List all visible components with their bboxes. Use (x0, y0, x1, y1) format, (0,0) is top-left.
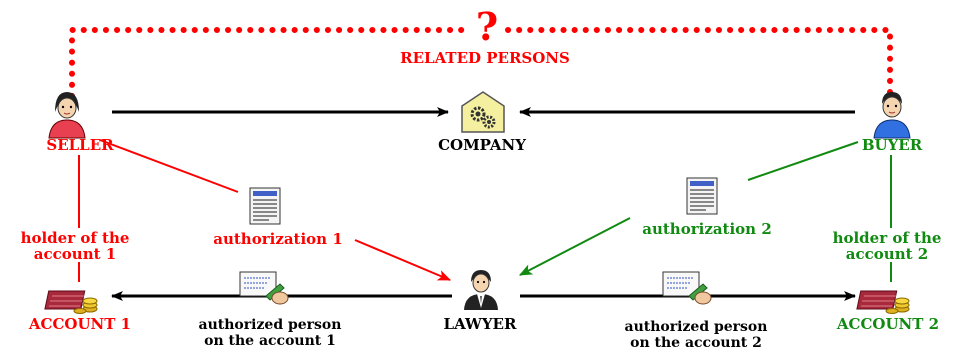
buyer-to-authorization-2-line (747, 141, 859, 181)
authorized-person-1-line2: on the account 1 (204, 333, 336, 349)
seller-label: SELLER (46, 136, 114, 154)
question-mark: ? (475, 4, 499, 49)
holder-account-2-line2: account 2 (845, 245, 929, 263)
signing-contract-icon-1 (239, 271, 289, 305)
authorization-2-to-lawyer-arrow (519, 217, 631, 276)
bank-money-icon-account-1 (44, 290, 98, 314)
authorization-2-label: authorization 2 (642, 220, 772, 238)
person-suit-icon (464, 270, 498, 310)
seller-to-authorization-1-line (99, 139, 239, 193)
authorized-person-2-line2: on the account 2 (630, 335, 762, 351)
gear-house-icon (461, 91, 505, 133)
holder-account-1-line1: holder of the (20, 229, 130, 247)
account-1-label: ACCOUNT 1 (28, 315, 132, 333)
document-icon-authorization-1 (249, 187, 281, 225)
account-2-label: ACCOUNT 2 (836, 315, 940, 333)
person-female-red-icon (48, 92, 86, 139)
holder-account-1-line2: account 1 (33, 245, 117, 263)
authorized-person-1-line1: authorized person (198, 317, 342, 333)
document-icon-authorization-2 (686, 177, 718, 215)
lawyer-label: LAWYER (443, 315, 517, 333)
authorization-1-label: authorization 1 (213, 230, 343, 248)
bank-money-icon-account-2 (856, 290, 910, 314)
buyer-label: BUYER (861, 136, 923, 154)
related-persons-dotted-line (69, 27, 893, 99)
holder-account-2-line1: holder of the (832, 229, 942, 247)
related-persons-label: RELATED PERSONS (400, 49, 570, 67)
authorized-person-2-line1: authorized person (624, 319, 768, 335)
authorization-1-to-lawyer-arrow (354, 239, 452, 281)
signing-contract-icon-2 (662, 271, 712, 305)
person-male-blue-icon (873, 92, 911, 139)
company-label: COMPANY (438, 136, 526, 154)
